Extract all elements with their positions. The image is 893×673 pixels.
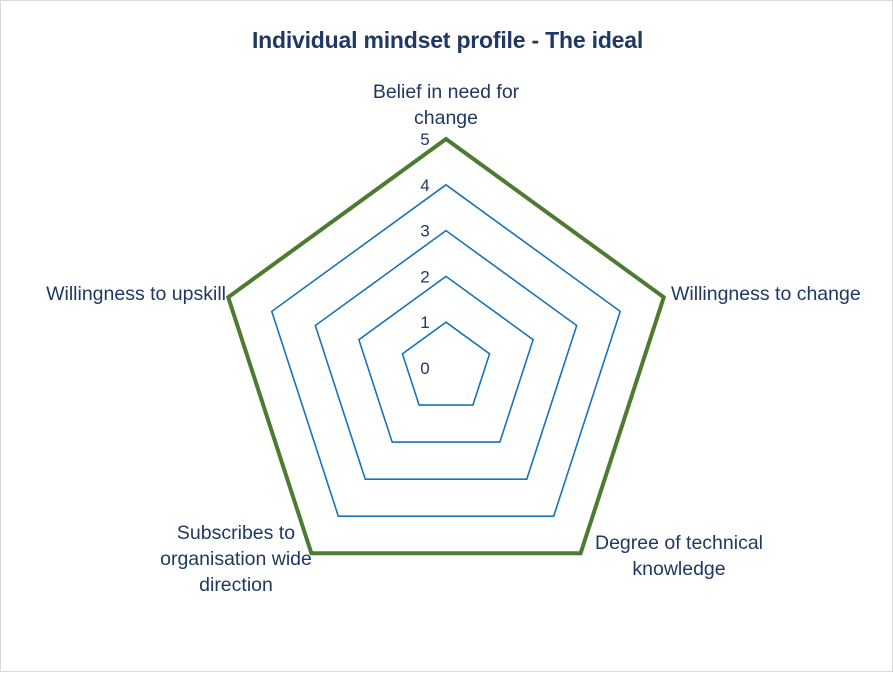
radar-grid-rings <box>270 183 622 518</box>
grid-ring-2 <box>357 275 535 443</box>
series-polygon-0 <box>225 136 667 556</box>
axis-label-subscribes-to-organisation-wide-direction: Subscribes to organisation wide directio… <box>160 522 312 596</box>
grid-ring-1 <box>401 321 491 406</box>
axis-label-degree-of-technical-knowledge: Degree of technical knowledge <box>594 532 764 580</box>
axis-label-willingness-to-change: Willingness to change <box>671 283 861 305</box>
grid-ring-3 <box>314 229 578 480</box>
axis-label-belief-in-need-for-change: Belief in need for change <box>372 81 520 129</box>
radial-tick-label-3: 3 <box>420 222 429 241</box>
chart-title: Individual mindset profile - The ideal <box>251 27 644 53</box>
radar-series-polygons <box>225 136 667 556</box>
radial-tick-label-4: 4 <box>420 176 429 195</box>
grid-ring-4 <box>270 183 622 518</box>
radial-tick-label-1: 1 <box>420 313 429 332</box>
axis-label-willingness-to-upskill: Willingness to upskill <box>46 283 226 305</box>
radial-tick-label-2: 2 <box>420 267 429 286</box>
radial-tick-label-5: 5 <box>420 130 429 149</box>
radial-tick-label-0: 0 <box>420 359 429 378</box>
